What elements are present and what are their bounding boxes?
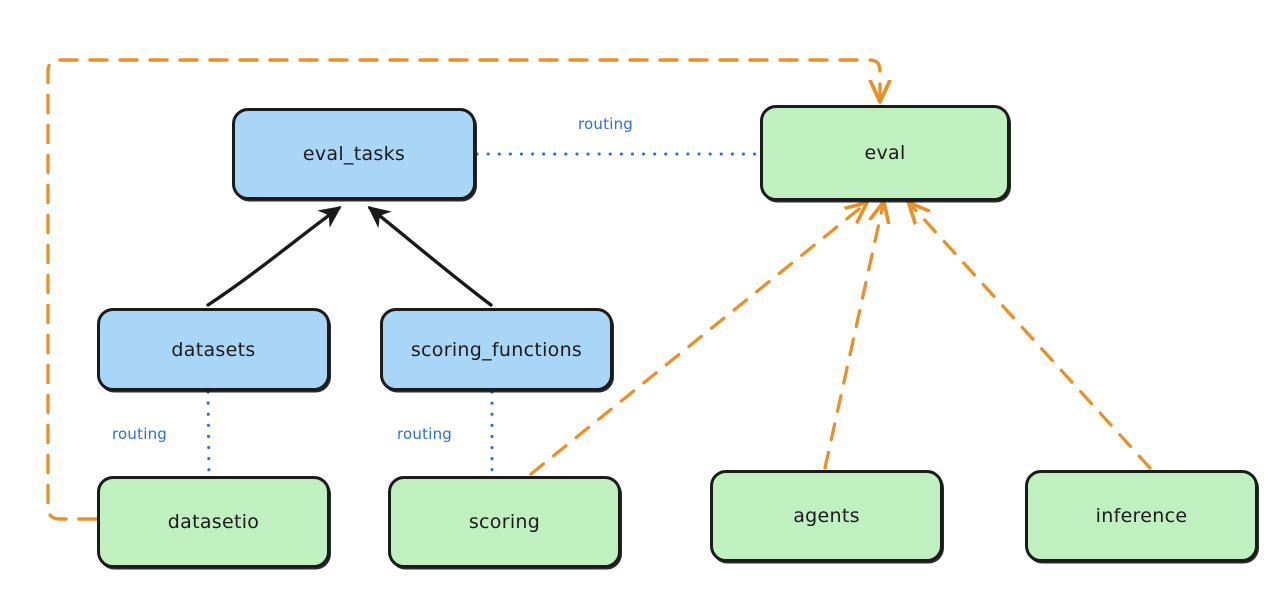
node-label: inference <box>1095 505 1188 527</box>
node-label: scoring <box>468 511 541 533</box>
edge-label-routing-eval-tasks-eval: routing <box>578 115 633 133</box>
edge-label-routing-datasets-datasetio: routing <box>112 425 167 443</box>
node-agents[interactable]: agents <box>710 470 943 562</box>
edge-datasetio-to-eval <box>46 58 880 521</box>
node-scoring-functions[interactable]: scoring_functions <box>380 308 613 391</box>
node-eval[interactable]: eval <box>760 105 1010 201</box>
node-label: agents <box>793 505 860 527</box>
edge-scoring-to-eval <box>529 205 864 476</box>
edge-label-routing-scoring-functions-scoring: routing <box>397 425 452 443</box>
node-label: datasetio <box>167 511 260 533</box>
edge-datasets-to-eval-tasks <box>206 206 342 307</box>
node-eval-tasks[interactable]: eval_tasks <box>232 108 476 200</box>
node-label: eval <box>864 142 906 164</box>
node-inference[interactable]: inference <box>1025 470 1258 562</box>
edge-datasets-to-datasetio <box>206 390 211 477</box>
edge-agents-to-eval <box>823 205 883 470</box>
edge-scoring-functions-to-eval-tasks <box>367 206 493 307</box>
node-label: datasets <box>171 338 256 361</box>
edge-inference-to-eval <box>911 205 1152 470</box>
node-label: eval_tasks <box>302 143 406 165</box>
node-datasets[interactable]: datasets <box>97 308 330 391</box>
node-datasetio[interactable]: datasetio <box>97 476 330 568</box>
node-scoring[interactable]: scoring <box>388 476 621 568</box>
node-label: scoring_functions <box>410 338 583 361</box>
